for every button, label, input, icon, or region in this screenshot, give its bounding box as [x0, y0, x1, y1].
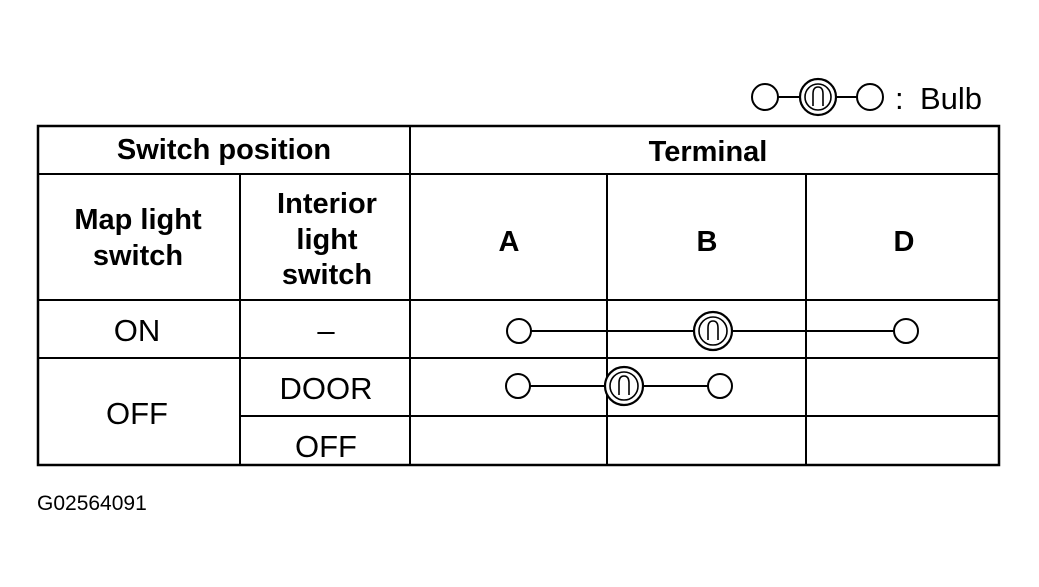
terminal-b-header: B	[697, 226, 718, 258]
row-1-continuity-a-to-d	[506, 310, 919, 352]
interior-light-switch-header-line-2: light	[296, 224, 358, 256]
terminal-a-header: A	[499, 226, 520, 258]
terminal-a-node	[506, 318, 532, 344]
row-2-interior-light-value: DOOR	[280, 371, 373, 406]
legend-label: Bulb	[920, 81, 982, 116]
interior-light-switch-header-line-3: switch	[282, 259, 372, 291]
interior-light-switch-header-line-1: Interior	[277, 188, 377, 220]
terminal-header: Terminal	[649, 136, 768, 168]
row-1-map-light-value: ON	[114, 313, 161, 348]
row-1-interior-light-value: –	[317, 313, 335, 348]
terminal-b-node	[707, 373, 733, 399]
legend-separator: :	[895, 81, 904, 116]
row-3-interior-light-value: OFF	[295, 429, 357, 464]
switch-position-header: Switch position	[117, 134, 331, 166]
row-2-continuity-a-to-b	[505, 365, 733, 407]
continuity-table-grid	[36, 124, 1001, 467]
row-1-bulb-icon	[692, 310, 734, 352]
map-light-switch-header-line-2: switch	[93, 240, 183, 272]
figure-code: G02564091	[37, 492, 147, 515]
map-light-switch-header-line-1: Map light	[74, 204, 202, 236]
bulb-legend: : Bulb	[751, 77, 982, 117]
terminal-a-node	[505, 373, 531, 399]
row-2-map-light-value: OFF	[106, 396, 168, 431]
row-2-bulb-icon	[603, 365, 645, 407]
terminal-d-node	[893, 318, 919, 344]
terminal-d-header: D	[894, 226, 915, 258]
bulb-legend-symbol-icon	[751, 77, 884, 117]
